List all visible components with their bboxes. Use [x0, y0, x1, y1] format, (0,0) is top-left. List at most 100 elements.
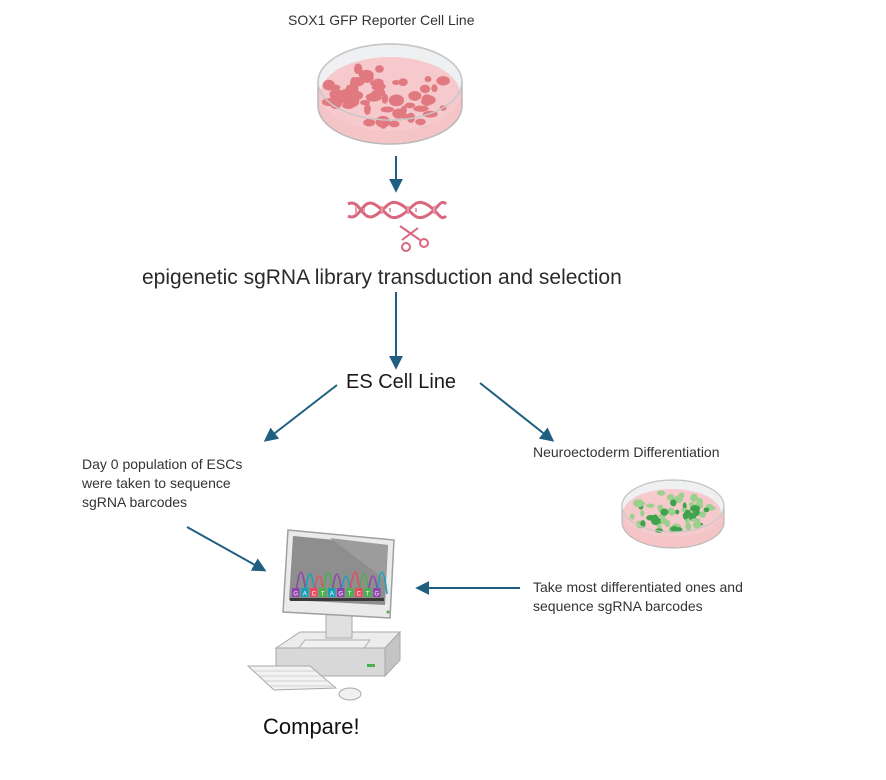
colony-dot: [660, 508, 669, 516]
base-tag: [292, 588, 300, 597]
colony-dot: [419, 84, 431, 94]
branch-right-line: Take most differentiated ones and: [533, 579, 743, 595]
colony-dot: [392, 96, 400, 102]
colony-dot: [690, 518, 701, 523]
arrows: [186, 156, 555, 595]
base-letter: T: [348, 592, 352, 598]
colony-dot: [364, 103, 371, 115]
colony-dot: [398, 78, 408, 87]
arrow-es-to-neuro: [479, 382, 555, 442]
scissors-icon: [399, 225, 429, 252]
colony-dot: [640, 520, 646, 528]
dna-scissors-icon: [347, 201, 448, 252]
colony-dot: [692, 520, 701, 529]
colony-dot: [436, 76, 450, 86]
colony-dot: [360, 99, 370, 106]
colony-dot: [380, 106, 394, 113]
base-letter: G: [293, 592, 298, 598]
base-letter: C: [357, 592, 362, 598]
colony-dot: [365, 92, 382, 102]
petri-dish-green-icon: [621, 479, 725, 549]
branch-right-line: sequence sgRNA barcodes: [533, 598, 703, 614]
colony-dot: [375, 65, 384, 73]
colony-dot: [657, 523, 662, 530]
colony-dot: [322, 79, 336, 91]
branch-right-text: Take most differentiated ones and sequen…: [533, 578, 813, 616]
colony-dot: [392, 80, 400, 86]
colony-dot: [667, 508, 672, 513]
branch-left-line: sgRNA barcodes: [82, 494, 188, 510]
colony-dot: [674, 495, 683, 503]
base-letter: C: [312, 592, 317, 598]
colony-dot: [388, 120, 400, 128]
colony-dot: [684, 509, 691, 516]
base-tag: [337, 588, 345, 597]
petri-dish-red-icon: [317, 43, 463, 145]
colony-dot: [381, 93, 389, 104]
base-letter: A: [303, 592, 307, 598]
branch-left-line: were taken to sequence: [82, 475, 231, 491]
colony-dot: [339, 88, 355, 99]
base-tag: [328, 588, 336, 597]
colony-dot: [656, 490, 666, 496]
base-letter: A: [330, 592, 334, 598]
base-letter: T: [321, 592, 325, 598]
base-tag: [364, 588, 372, 597]
colony-dot: [350, 77, 357, 90]
base-tag: [301, 588, 309, 597]
colony-dot: [404, 102, 416, 109]
colony-dot: [690, 493, 699, 502]
colony-dot: [633, 499, 644, 508]
branch-left-line: Day 0 population of ESCs: [82, 456, 243, 472]
colony-dot: [629, 513, 635, 520]
colony-dot: [703, 507, 710, 513]
colony-dot: [696, 497, 704, 506]
branch-left-text: Day 0 population of ESCs were taken to s…: [82, 455, 302, 512]
title-sox1-reporter: SOX1 GFP Reporter Cell Line: [288, 12, 475, 28]
arrow-day0-to-computer: [186, 526, 267, 572]
colony-dot: [408, 90, 422, 101]
colony-dot: [657, 504, 664, 511]
colony-dot: [336, 97, 352, 104]
base-letter: G: [338, 592, 343, 598]
base-letter: T: [366, 592, 370, 598]
colony-dot: [400, 105, 407, 115]
branch-right-title: Neuroectoderm Differentiation: [533, 444, 720, 460]
colony-dot: [353, 91, 364, 100]
colony-dot: [640, 509, 645, 517]
arrow-es-to-day0: [263, 384, 338, 442]
colony-dot: [363, 118, 376, 127]
colony-dot: [693, 508, 700, 517]
colony-dot: [369, 80, 383, 87]
step-es-cell-line: ES Cell Line: [346, 371, 457, 393]
colony-dot: [645, 503, 655, 508]
colony-dot: [399, 113, 409, 119]
colony-dot: [329, 88, 344, 101]
colony-dot: [421, 94, 433, 107]
colony-dot: [413, 105, 429, 112]
colony-dot: [431, 84, 438, 93]
step-library-transduction: epigenetic sgRNA library transduction an…: [142, 266, 622, 289]
base-tag: [310, 588, 318, 597]
colony-dot: [380, 121, 387, 129]
colony-dot: [685, 522, 692, 531]
colony-dot: [360, 72, 374, 83]
chromatogram-peak: [376, 571, 388, 595]
colony-dot: [684, 518, 690, 524]
colony-dot: [652, 514, 659, 523]
colony-dot: [660, 517, 668, 525]
colony-dot: [424, 76, 432, 83]
compare-label: Compare!: [263, 714, 360, 739]
base-letter: G: [374, 592, 379, 598]
base-tag: [346, 588, 354, 597]
base-tag: [319, 588, 327, 597]
colony-dot: [670, 526, 679, 532]
base-tag: [373, 588, 381, 597]
base-tag: [355, 588, 363, 597]
colony-dot: [415, 118, 426, 126]
colony-dot: [666, 494, 675, 501]
colony-dot: [353, 63, 363, 75]
colony-dot: [670, 499, 677, 507]
